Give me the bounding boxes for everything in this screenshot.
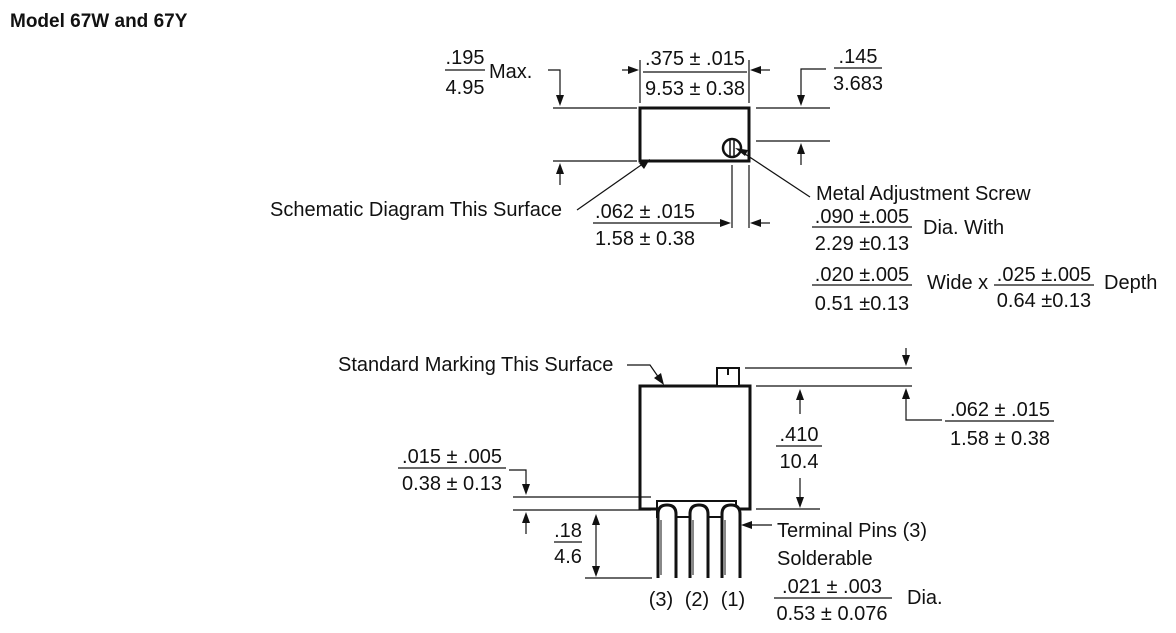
- standoff-top: .015 ± .005: [402, 446, 502, 468]
- arrowhead: [797, 95, 805, 106]
- arrowhead: [522, 484, 530, 495]
- screw-label: Metal Adjustment Screw: [816, 183, 1031, 205]
- arrowhead: [556, 163, 564, 174]
- front-view: Standard Marking This Surface .062 ± .01…: [338, 348, 1054, 625]
- arrowhead: [592, 514, 600, 525]
- arrowhead: [654, 373, 664, 385]
- marking-label: Standard Marking This Surface: [338, 354, 613, 376]
- pin-length-bottom: 4.6: [554, 546, 582, 568]
- slot-wide-suffix: Wide x: [927, 272, 988, 294]
- leader-line: [548, 69, 561, 96]
- width-top: .375 ± .015: [645, 48, 745, 70]
- arrowhead: [797, 143, 805, 154]
- arrowhead: [902, 388, 910, 399]
- arrowhead: [750, 219, 761, 227]
- pin-dia-suffix: Dia.: [907, 587, 943, 609]
- terminal-pin-3: [656, 503, 678, 578]
- pin-number-1: (1): [721, 589, 745, 611]
- screw-dia-suffix: Dia. With: [923, 217, 1004, 239]
- height-max-top: .195: [446, 47, 485, 69]
- arrowhead: [902, 355, 910, 366]
- arrowhead: [796, 389, 804, 400]
- screw-protrusion-bottom: 1.58 ± 0.38: [950, 428, 1050, 450]
- screw-offset-top: .062 ± .015: [595, 201, 695, 223]
- arrowhead: [750, 66, 761, 74]
- slot-depth-top: .025 ±.005: [997, 264, 1091, 286]
- pin-number-3: (3): [649, 589, 673, 611]
- standoff-bottom: 0.38 ± 0.13: [402, 473, 502, 495]
- pin-dia-top: .021 ± .003: [782, 576, 882, 598]
- screw-offset-bottom: 1.58 ± 0.38: [595, 228, 695, 250]
- screw-dia-top: .090 ±.005: [815, 206, 909, 228]
- leader-line: [509, 469, 527, 486]
- screw-dia-bottom: 2.29 ±0.13: [815, 233, 909, 255]
- leader-line: [741, 151, 811, 198]
- schematic-label: Schematic Diagram This Surface: [270, 199, 562, 221]
- pin-dia-bottom: 0.53 ± 0.076: [776, 603, 887, 625]
- slot-wide-top: .020 ±.005: [815, 264, 909, 286]
- width-bottom: 9.53 ± 0.38: [645, 78, 745, 100]
- arrowhead: [735, 148, 748, 156]
- adjustment-screw-icon: [721, 137, 743, 159]
- arrowhead: [556, 95, 564, 106]
- screw-height-top: .145: [839, 46, 878, 68]
- body-height-bottom: 10.4: [780, 451, 819, 473]
- arrowhead: [720, 219, 731, 227]
- pins-label-2: Solderable: [777, 548, 873, 570]
- leader-line: [905, 398, 942, 421]
- pins-label-1: Terminal Pins (3): [777, 520, 927, 542]
- leader-line: [627, 364, 660, 379]
- terminal-pin-1: [720, 503, 742, 578]
- screw-protrusion-top: .062 ± .015: [950, 399, 1050, 421]
- arrowhead: [639, 159, 650, 169]
- screw-height-bottom: 3.683: [833, 73, 883, 95]
- arrowhead: [796, 497, 804, 508]
- height-max-suffix: Max.: [489, 61, 532, 83]
- slot-depth-suffix: Depth: [1104, 272, 1157, 294]
- page-title: Model 67W and 67Y: [10, 11, 188, 32]
- pin-length-top: .18: [554, 520, 582, 542]
- front-view-body: [638, 384, 752, 511]
- terminal-pin-2: [688, 503, 710, 578]
- pin-number-2: (2): [685, 589, 709, 611]
- body-height-top: .410: [780, 424, 819, 446]
- slot-wide-bottom: 0.51 ±0.13: [815, 293, 909, 315]
- arrowhead: [522, 512, 530, 523]
- leader-line: [576, 162, 645, 211]
- arrowhead: [592, 566, 600, 577]
- arrowhead: [628, 66, 639, 74]
- leader-line: [800, 68, 826, 97]
- slot-depth-bottom: 0.64 ±0.13: [997, 290, 1091, 312]
- height-max-bottom: 4.95: [446, 77, 485, 99]
- top-view: .195 4.95 Max. .375 ± .015 9.53 ± 0.38 .…: [270, 46, 1157, 315]
- arrowhead: [741, 521, 752, 529]
